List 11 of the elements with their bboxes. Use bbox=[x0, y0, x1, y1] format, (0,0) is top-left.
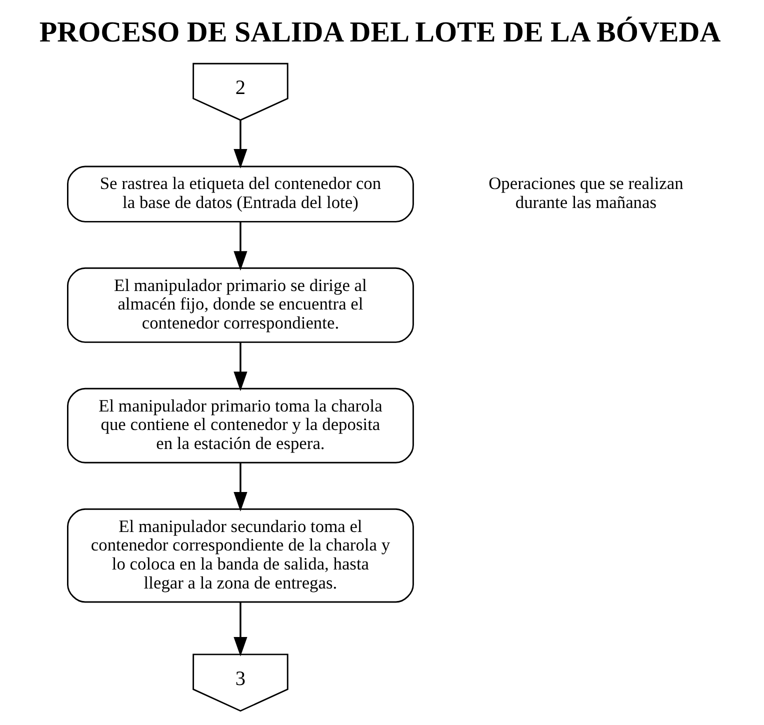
diagram-title: PROCESO DE SALIDA DEL LOTE DE LA BÓVEDA bbox=[39, 16, 721, 49]
node-box: El manipulador primario toma la charola que contiene el contenedor y la deposita en la estación de espera. bbox=[67, 388, 414, 464]
node-box: Se rastrea la etiqueta del contenedor con la base de datos (Entrada del lote) bbox=[67, 166, 414, 222]
arrow bbox=[234, 120, 248, 168]
arrow bbox=[234, 342, 248, 392]
node-box: El manipulador secundario toma el contenedor correspondiente de la charola y lo coloca en la banda de salida, hasta llegar a la zona de entregas. bbox=[67, 508, 414, 603]
node-box: El manipulador primario se dirige al almacén fijo, donde se encuentra el contenedor correspondiente. bbox=[67, 267, 414, 343]
arrow bbox=[234, 602, 248, 656]
arrow bbox=[234, 222, 248, 271]
arrow bbox=[234, 463, 248, 512]
label: Operaciones que se realizan durante las mañanas bbox=[488, 173, 684, 212]
